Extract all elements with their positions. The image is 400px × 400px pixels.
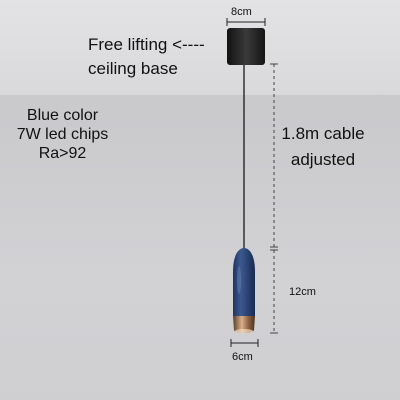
shade-height-label: 12cm (289, 286, 316, 298)
wall-surface (0, 95, 400, 400)
ceiling-base-note: Free lifting <---- ceiling base (88, 33, 205, 81)
spec-note: Blue color 7W led chips Ra>92 (0, 106, 125, 163)
cable-note-line1: 1.8m cable (281, 124, 365, 143)
shade-height-dimension-line (270, 249, 278, 334)
ceiling-base (227, 28, 265, 65)
ceiling-surface (0, 0, 400, 95)
copper-bottom-ring (233, 316, 255, 333)
base-width-dimension-line (226, 18, 266, 26)
spec-note-line2: 7W led chips (16, 126, 109, 143)
spec-note-line1: Blue color (26, 107, 99, 124)
base-width-label: 8cm (231, 6, 252, 18)
lamp-shade (233, 248, 255, 316)
spec-note-line3: Ra>92 (38, 145, 87, 162)
cable-length-dimension-line (270, 63, 278, 248)
ceiling-base-note-line1: Free lifting <---- (88, 35, 205, 54)
shade-width-label: 6cm (232, 351, 253, 363)
ceiling-base-note-line2: ceiling base (88, 59, 178, 78)
cable-note: 1.8m cable adjusted (276, 121, 370, 173)
shade-width-dimension-line (230, 339, 259, 347)
cable-note-line2: adjusted (290, 150, 356, 169)
